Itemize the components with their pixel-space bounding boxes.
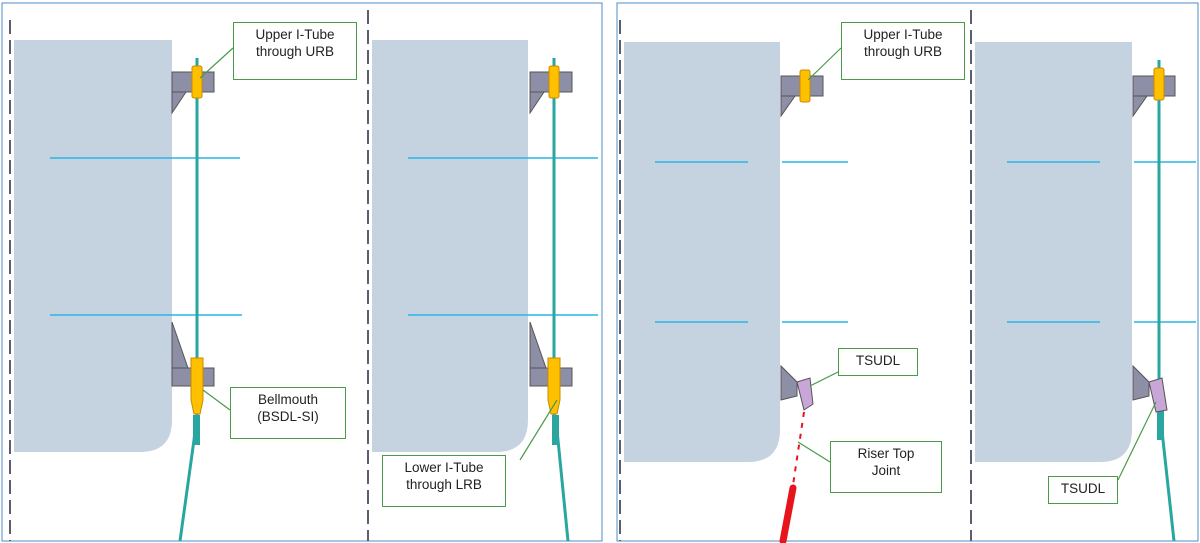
hull-section-left-b <box>372 40 528 452</box>
leader-line <box>199 47 234 79</box>
hull-section-right-a <box>624 42 780 462</box>
stiffener <box>193 415 200 445</box>
riser-top-joint <box>779 484 797 543</box>
right-panel <box>619 10 1196 543</box>
stiffener <box>1157 410 1164 440</box>
callout-tsudl-top: TSUDL <box>838 348 918 376</box>
bellmouth-component <box>190 357 204 415</box>
leader-line <box>202 389 231 411</box>
tsudl-component <box>1148 377 1168 413</box>
tsudl-component <box>796 377 814 411</box>
callout-upper-i-tube-left: Upper I-Tube through URB <box>233 22 357 80</box>
upper-i-tube-component <box>799 69 811 103</box>
leader-line <box>1117 401 1157 481</box>
leader-line <box>807 47 842 81</box>
left-panel-border <box>1 2 603 542</box>
upper-i-tube-component <box>548 65 560 99</box>
callout-upper-i-tube-right: Upper I-Tube through URB <box>841 22 965 80</box>
callout-bellmouth: Bellmouth (BSDL-SI) <box>230 387 346 439</box>
upper-i-tube-component <box>1153 67 1165 101</box>
riser-top-joint-dashed <box>792 411 805 486</box>
leader-line <box>797 441 831 463</box>
upper-i-tube-component <box>191 65 203 99</box>
hull-section-left-a <box>14 40 172 452</box>
hull-section-right-b <box>975 42 1132 462</box>
lower-bracket-right-a <box>780 364 798 401</box>
callout-lower-i-tube: Lower I-Tube through LRB <box>382 455 506 507</box>
lower-bracket-right-b <box>1132 364 1150 401</box>
stiffener <box>552 415 559 445</box>
callout-tsudl-bottom: TSUDL <box>1048 476 1118 504</box>
leader-line <box>809 371 839 387</box>
callout-riser-top-joint: Riser Top Joint <box>830 441 942 493</box>
right-panel-border <box>616 2 1199 542</box>
left-panel <box>9 10 598 542</box>
leader-line <box>519 399 558 461</box>
